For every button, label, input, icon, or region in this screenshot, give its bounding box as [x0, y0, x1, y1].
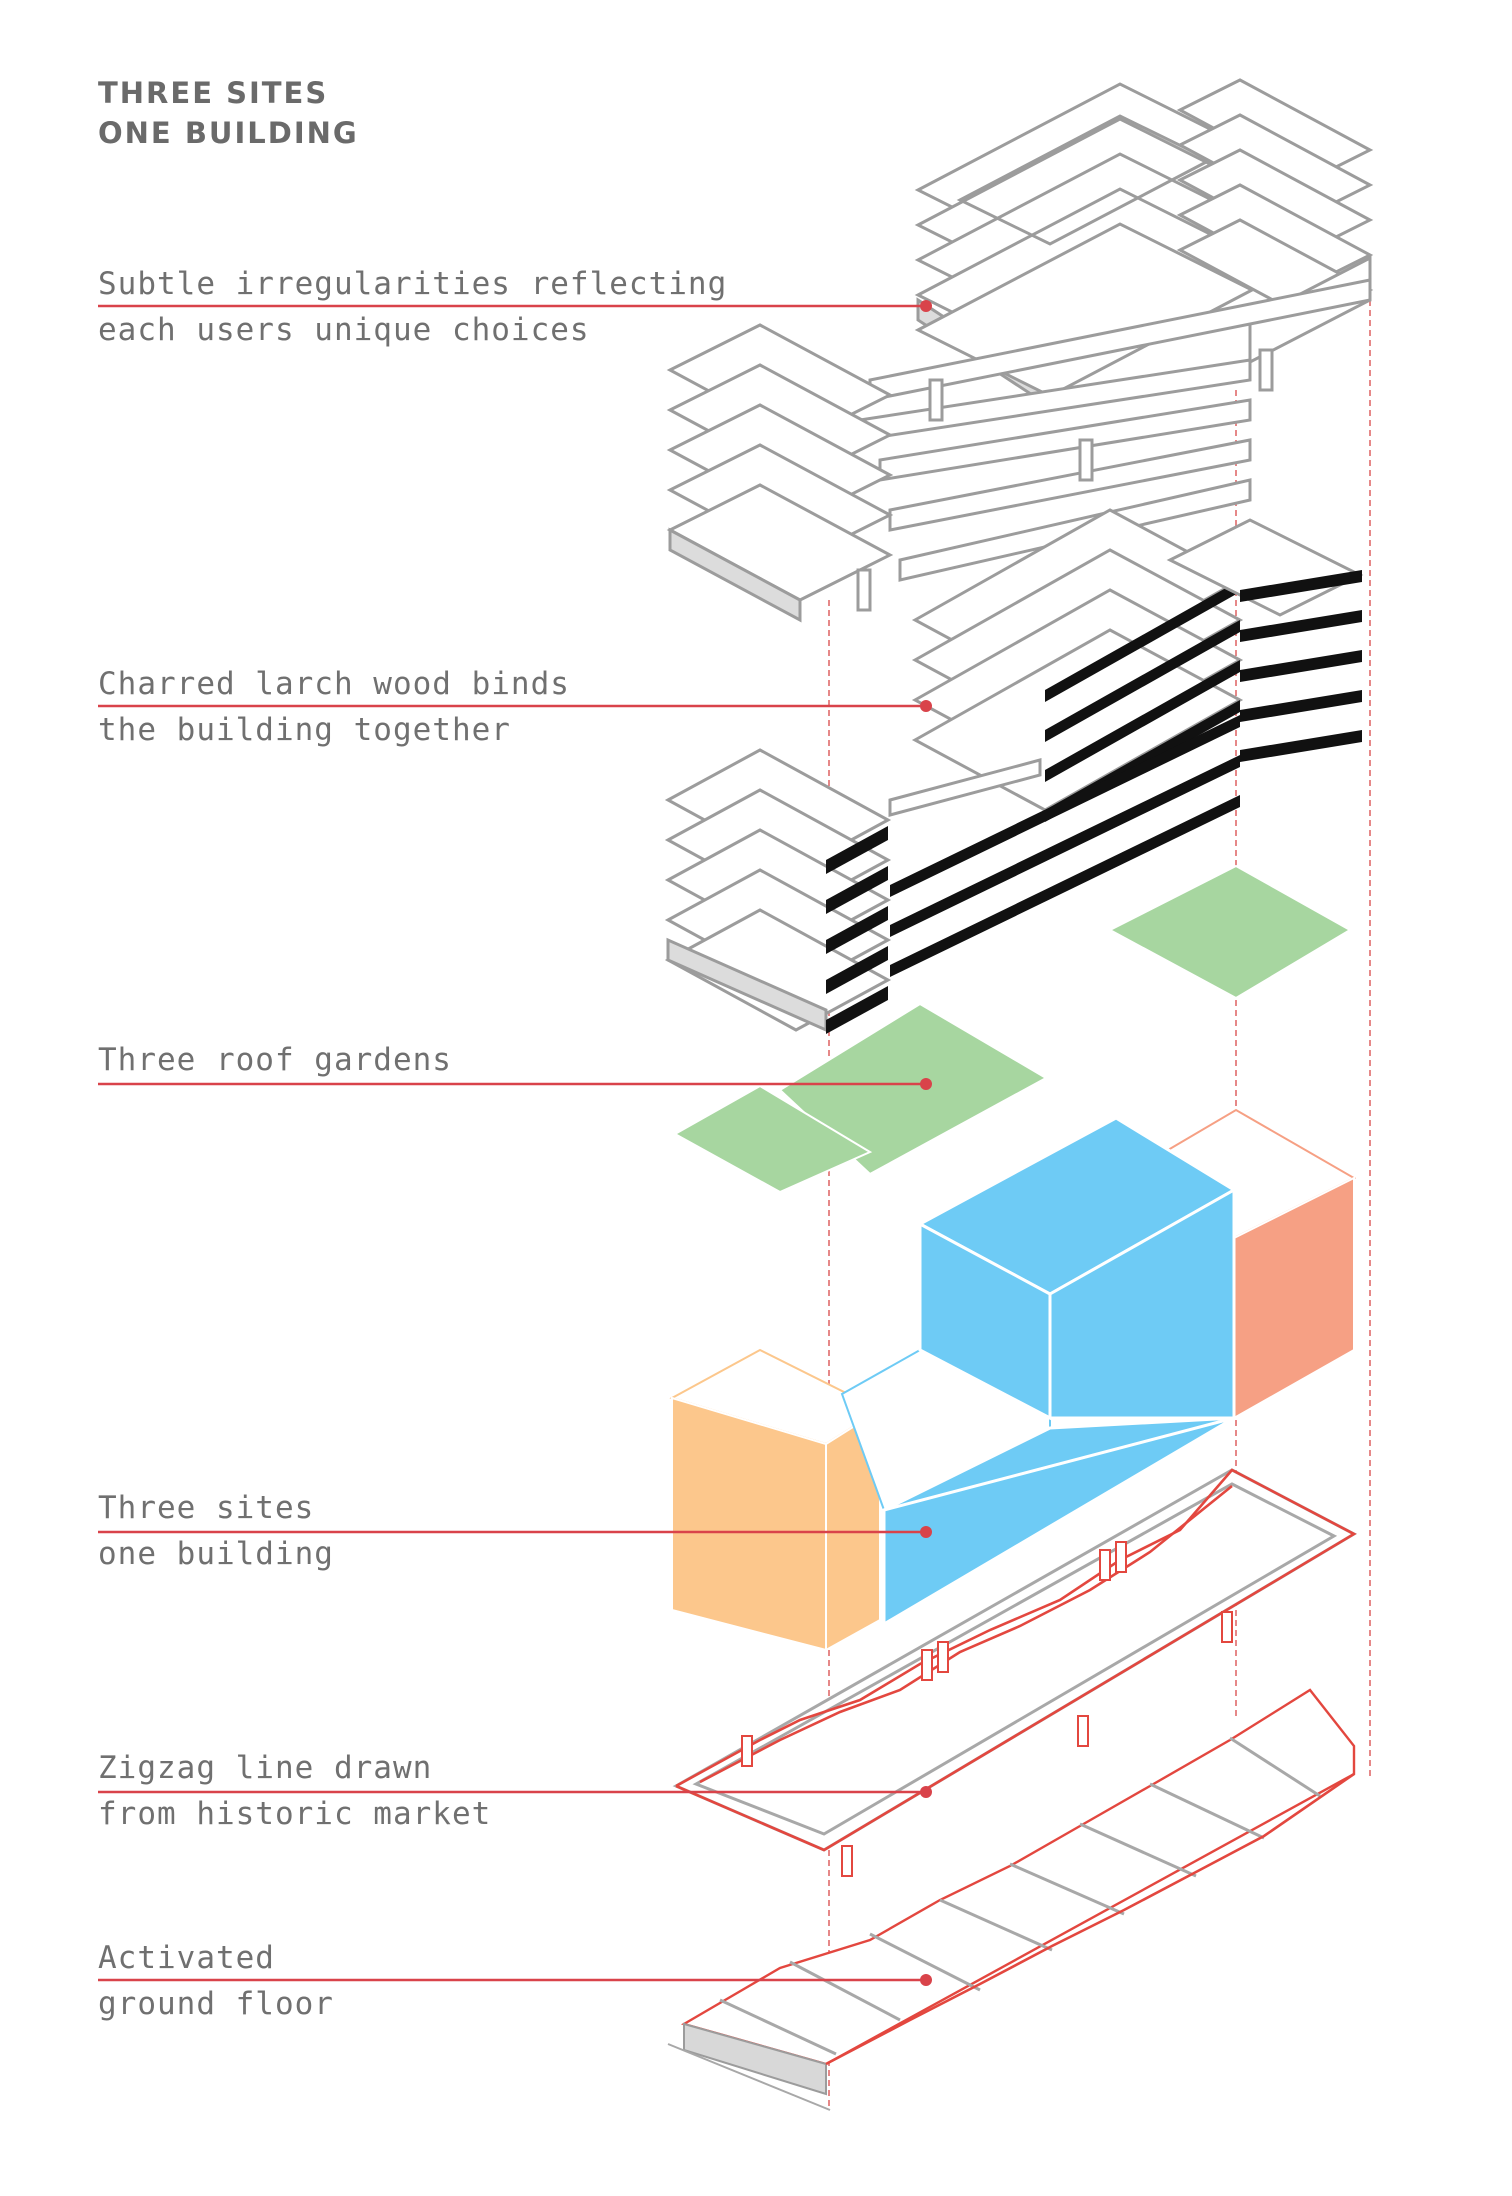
annotation-label-line-2: one building	[98, 1536, 334, 1572]
annotation-charred-larch: Charred larch wood binds the building to…	[98, 666, 932, 748]
annotation-ground-floor: Activated ground floor	[98, 1940, 932, 2022]
annotation-label-line-1: Three sites	[98, 1490, 314, 1526]
annotation-label-line-2: the building together	[98, 712, 511, 748]
three-sites-layer	[669, 1108, 1357, 1652]
annotation-three-sites: Three sites one building	[98, 1490, 932, 1572]
roof-garden-left	[672, 1084, 873, 1194]
annotation-label-line-2: from historic market	[98, 1796, 491, 1832]
roof-gardens-layer	[672, 864, 1352, 1194]
annotation-label-line-1: Zigzag line drawn	[98, 1750, 432, 1786]
zigzag-slab-layer	[672, 1468, 1358, 1877]
ground-floor-bands	[719, 1736, 1321, 2056]
upper-right-block	[914, 78, 1374, 403]
title-line-2: ONE BUILDING	[98, 116, 359, 150]
upper-storeys-layer	[666, 78, 1374, 623]
annotation-label-line-2: ground floor	[98, 1986, 334, 2022]
annotation-irregularities: Subtle irregularities reflecting each us…	[98, 266, 932, 348]
annotation-label-line-1: Charred larch wood binds	[98, 666, 570, 702]
annotation-label-line-1: Activated	[98, 1940, 275, 1976]
charred-long-bar	[888, 715, 1240, 977]
annotation-zigzag: Zigzag line drawn from historic market	[98, 1750, 932, 1832]
roof-garden-right	[1107, 864, 1352, 1000]
annotation-label-line-1: Subtle irregularities reflecting	[98, 266, 727, 302]
site-blue-volume	[840, 1116, 1237, 1627]
annotation-label-line-2: each users unique choices	[98, 312, 590, 348]
annotation-roof-gardens: Three roof gardens	[98, 1042, 932, 1090]
upper-left-block	[666, 323, 894, 623]
charred-larch-layer	[664, 508, 1364, 1034]
slab-columns	[741, 1541, 1233, 1877]
charred-left-block	[664, 748, 892, 1034]
annotation-label-line-1: Three roof gardens	[98, 1042, 452, 1078]
charred-right-block	[911, 508, 1364, 822]
title-line-1: THREE SITES	[98, 76, 328, 110]
ground-floor-layer	[667, 1688, 1356, 2111]
upper-long-bar	[858, 278, 1372, 582]
